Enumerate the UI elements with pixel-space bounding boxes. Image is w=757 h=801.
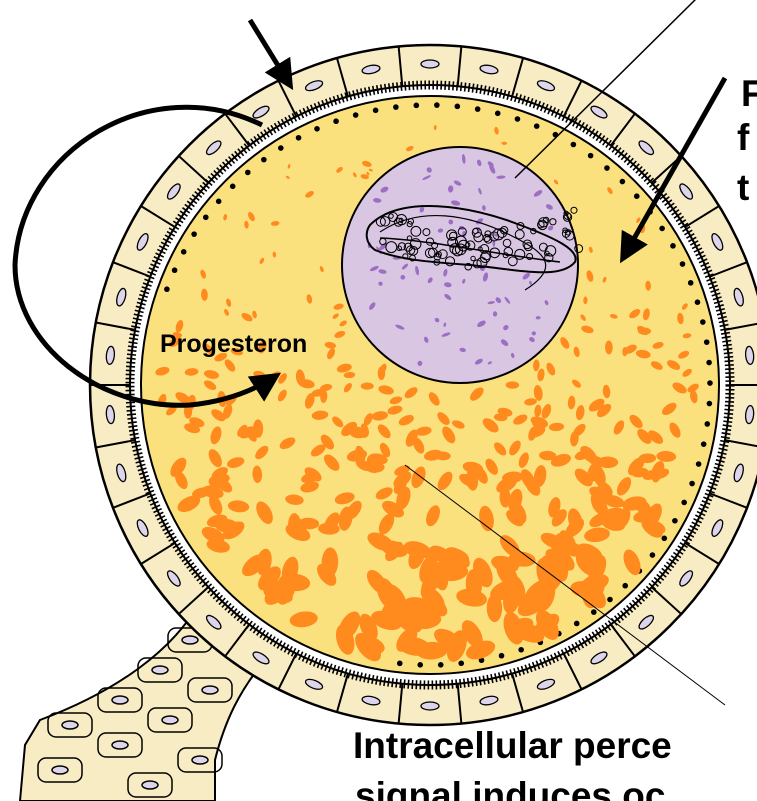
intracellular-label-line1: Intracellular perce bbox=[353, 725, 672, 766]
top-arrow bbox=[250, 20, 290, 85]
right-clipped-text-2: f bbox=[737, 117, 750, 158]
progesterone-label: Progesteron bbox=[160, 330, 307, 358]
intracellular-label-line2: signal induces oc bbox=[355, 775, 665, 801]
right-clipped-text-3: t bbox=[737, 167, 749, 208]
right-clipped-text-1: F bbox=[741, 73, 757, 114]
